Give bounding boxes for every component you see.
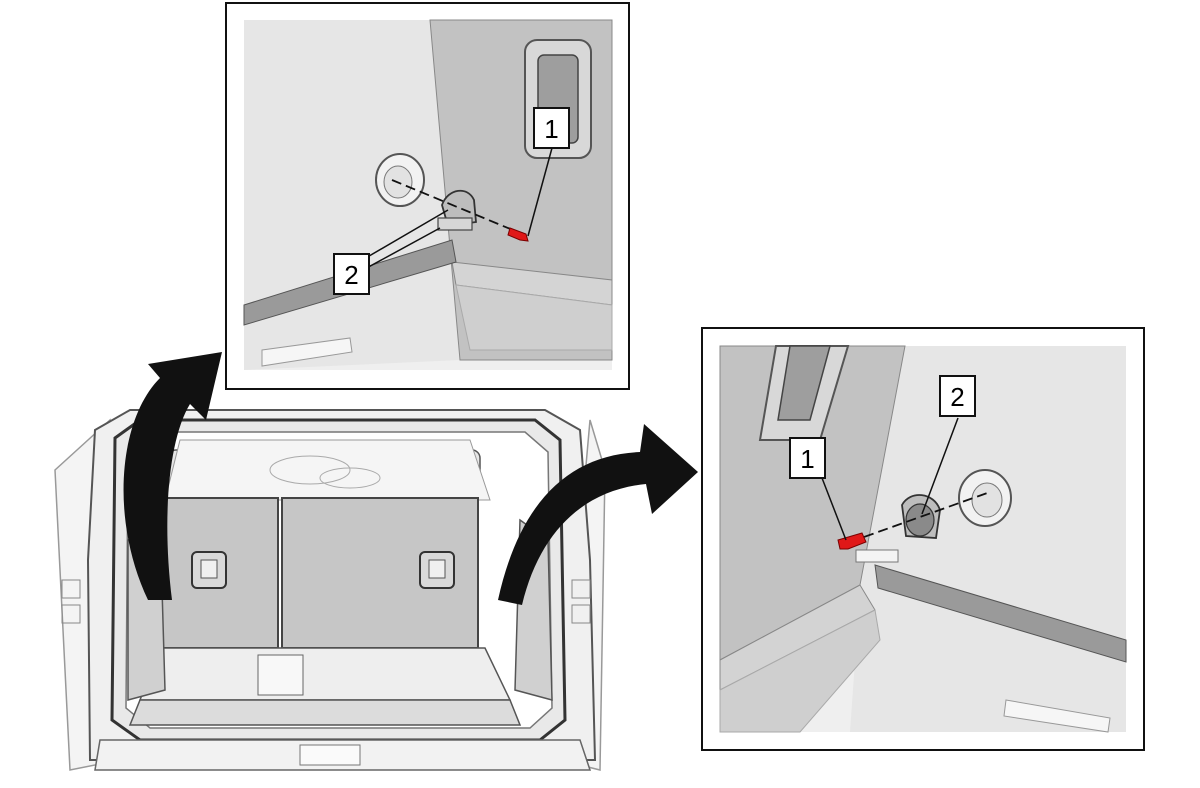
vehicle-rear-cargo-view [54, 409, 606, 771]
left-inset-clip [441, 189, 477, 228]
svg-text:2: 2 [950, 382, 964, 412]
right-arrow [498, 424, 698, 605]
left-inset-fastener [507, 227, 529, 242]
detail-inset-left: 1 2 [225, 2, 630, 390]
callout-left-2: 2 [333, 253, 370, 295]
callout-right-1: 1 [789, 437, 826, 479]
callout-left-1: 1 [533, 107, 570, 149]
svg-text:1: 1 [544, 114, 558, 144]
callout-right-2: 2 [939, 375, 976, 417]
svg-text:1: 1 [800, 444, 814, 474]
left-arrow [123, 352, 222, 600]
detail-inset-right: 1 2 [701, 327, 1145, 751]
right-inset-fastener [837, 532, 867, 550]
svg-text:2: 2 [344, 260, 358, 290]
